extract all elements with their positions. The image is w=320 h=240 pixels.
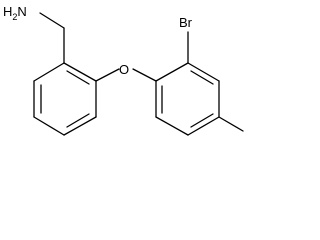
ch2-to-n-bond: [39, 12, 65, 29]
double-bond-inner: [66, 113, 90, 128]
bond: [63, 116, 97, 136]
bond: [187, 62, 220, 82]
bond: [187, 116, 220, 136]
double-bond-inner: [190, 70, 214, 85]
bond: [155, 116, 189, 136]
bond: [33, 62, 65, 82]
oxygen-label: O: [119, 62, 129, 77]
ring-to-oxygen-bond: [95, 68, 120, 82]
methyl-bond: [218, 116, 244, 132]
bond: [155, 62, 189, 82]
left-benzene-ring: [33, 62, 97, 136]
double-bond-inner: [66, 70, 90, 85]
right-benzene-ring: [155, 62, 220, 136]
double-bond-inner: [190, 113, 214, 128]
bond: [63, 62, 97, 82]
chemical-structure: H2N O Br: [3, 4, 244, 136]
bromine-label: Br: [179, 15, 193, 30]
oxygen-to-ring-bond: [132, 68, 157, 82]
bond: [33, 116, 65, 136]
amine-label: H2N: [3, 4, 27, 22]
